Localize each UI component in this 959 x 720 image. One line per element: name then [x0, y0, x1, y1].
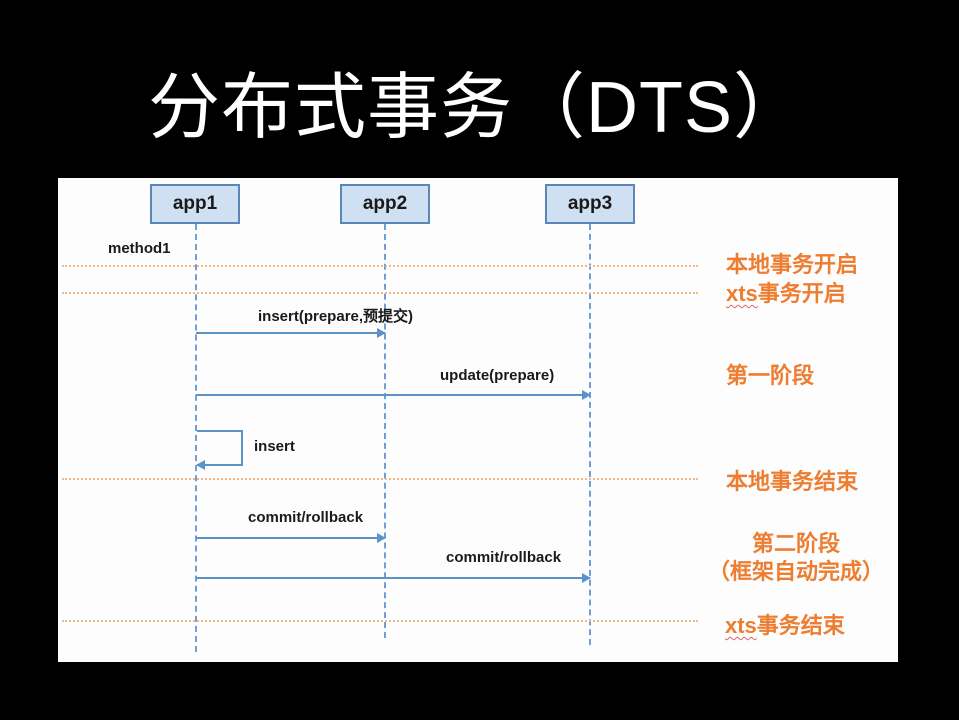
- lifeline-app1: [195, 224, 197, 652]
- message-arrow-commit-rollback-app2: [196, 533, 386, 543]
- phase-divider-xts-tx-start: [62, 292, 698, 294]
- message-label-insert-prepare: insert(prepare,预提交): [258, 308, 414, 325]
- lifeline-app2: [384, 224, 386, 638]
- message-label-insert: insert: [254, 438, 295, 455]
- actor-label-app1: app1: [172, 193, 218, 214]
- self-message-insert-arrowhead: [196, 460, 205, 470]
- message-label-commit-rollback-app3: commit/rollback: [446, 549, 562, 566]
- annotation-phase-two-line2: （框架自动完成）: [707, 559, 884, 584]
- message-label-update-prepare: update(prepare): [440, 367, 555, 384]
- actor-box-app1: app1: [150, 184, 240, 224]
- self-message-insert-loop: [197, 430, 243, 466]
- actor-label-app2: app2: [362, 193, 408, 214]
- actor-box-app2: app2: [340, 184, 430, 224]
- slide-title: 分布式事务（DTS）: [148, 68, 807, 148]
- annotation-text: 本地事务结束: [726, 469, 859, 494]
- annotation-text: 事务开启: [757, 281, 846, 306]
- phase-divider-xts-tx-end: [62, 620, 698, 622]
- annotation-xts-tx-end: xts事务结束: [725, 612, 845, 640]
- sequence-diagram-panel: app1 app2 app3 method1 insert(prepare,预提…: [58, 178, 898, 662]
- annotation-phase-one: 第一阶段: [726, 362, 814, 390]
- annotation-text: 本地事务开启: [726, 252, 859, 277]
- annotation-local-tx-end: 本地事务结束: [726, 468, 858, 496]
- annotation-text: 事务结束: [756, 613, 845, 638]
- annotation-xts-tx-start: xts事务开启: [726, 280, 846, 308]
- message-arrow-update-prepare: [196, 390, 591, 400]
- annotation-phase-two: 第二阶段 （框架自动完成）: [701, 530, 891, 586]
- annotation-local-tx-start: 本地事务开启: [726, 251, 858, 279]
- method1-label: method1: [108, 240, 171, 257]
- annotation-xts-word: xts: [726, 281, 758, 306]
- phase-divider-local-tx-end: [62, 478, 698, 480]
- message-arrow-insert-prepare: [196, 328, 386, 338]
- annotation-text: 第一阶段: [726, 363, 815, 388]
- phase-divider-local-tx-start: [62, 265, 698, 267]
- actor-label-app3: app3: [567, 193, 613, 214]
- annotation-phase-two-line1: 第二阶段: [751, 531, 840, 556]
- message-label-commit-rollback-app2: commit/rollback: [248, 509, 364, 526]
- lifeline-app3: [589, 224, 591, 645]
- annotation-xts-word: xts: [725, 613, 757, 638]
- actor-box-app3: app3: [545, 184, 635, 224]
- message-arrow-commit-rollback-app3: [196, 573, 591, 583]
